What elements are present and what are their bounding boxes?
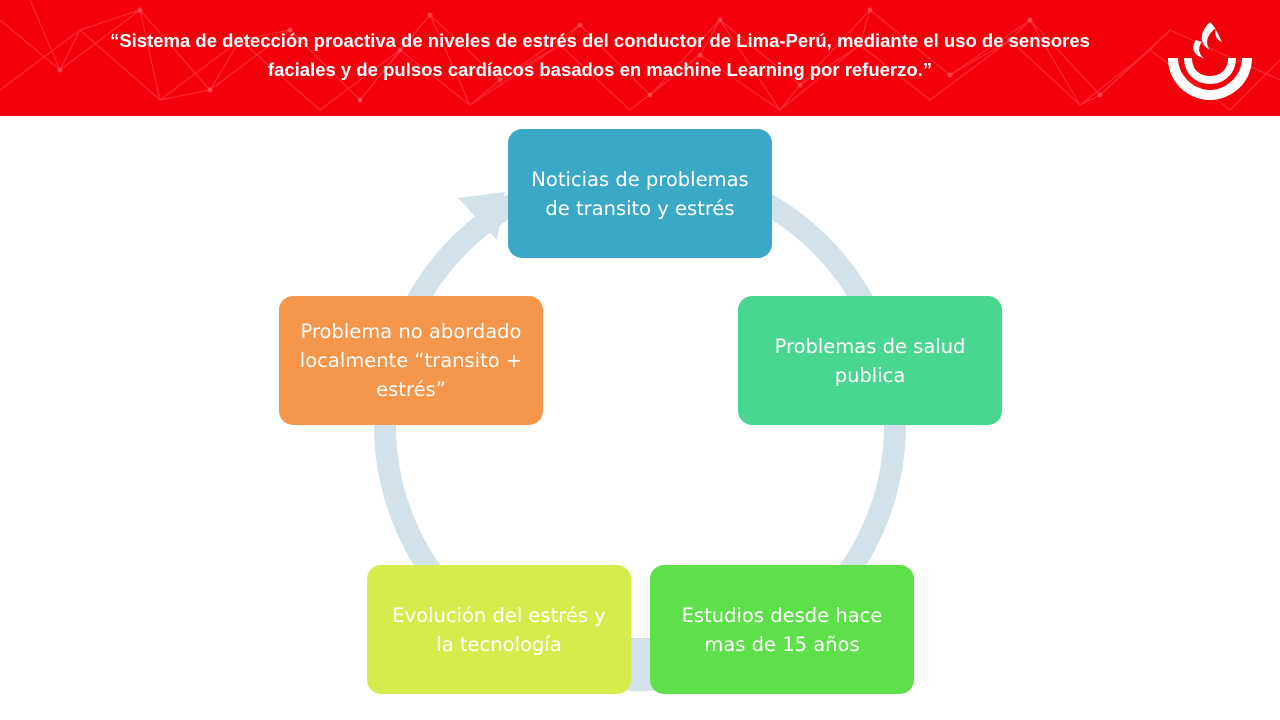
cycle-node-public-health-label: Problemas de salud publica [774, 334, 966, 387]
upc-logo-icon [1168, 22, 1252, 100]
cycle-arrow-head-icon [458, 192, 505, 240]
cycle-node-local-problem-label: Problema no abordado localmente “transit… [299, 320, 523, 401]
cycle-node-news: Noticias de problemas de transito y estr… [508, 129, 772, 258]
cycle-node-studies-label: Estudios desde hace mas de 15 años [681, 603, 883, 656]
cycle-node-public-health: Problemas de salud publica [738, 296, 1002, 425]
header-network-pattern [0, 0, 1280, 112]
header-banner: “Sistema de detección proactiva de nivel… [0, 0, 1280, 116]
slide-title: “Sistema de detección proactiva de nivel… [110, 30, 1090, 80]
cycle-node-evolution-label: Evolución del estrés y la tecnología [392, 603, 606, 656]
cycle-node-studies: Estudios desde hace mas de 15 años [650, 565, 914, 694]
cycle-connector [630, 638, 652, 672]
cycle-node-local-problem: Problema no abordado localmente “transit… [279, 296, 543, 425]
cycle-node-evolution: Evolución del estrés y la tecnología [367, 565, 631, 694]
cycle-node-news-label: Noticias de problemas de transito y estr… [531, 167, 749, 220]
